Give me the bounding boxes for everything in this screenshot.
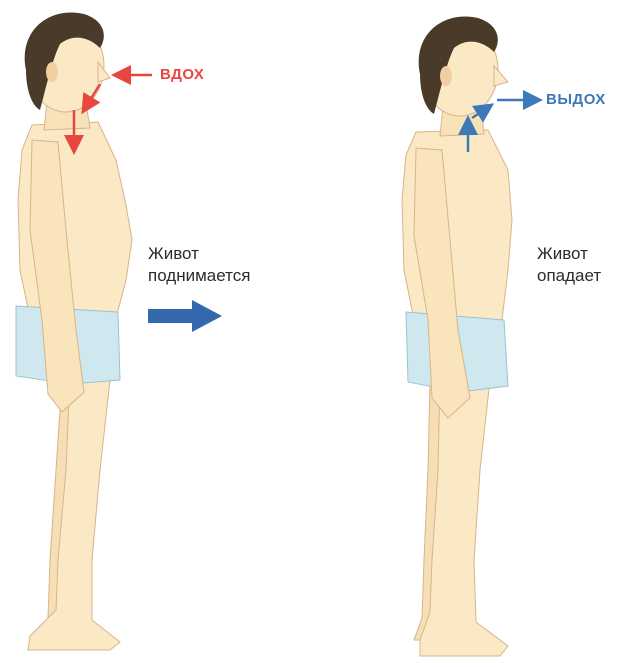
belly-falls-caption: Живот опадает bbox=[537, 243, 601, 287]
exhale-label: ВЫДОХ bbox=[546, 91, 606, 108]
ear bbox=[46, 62, 58, 82]
belly-rises-line1: Живот bbox=[148, 243, 250, 265]
belly-falls-line1: Живот bbox=[537, 243, 601, 265]
figure-inhale bbox=[16, 12, 132, 650]
figure-exhale bbox=[402, 16, 512, 656]
right-arrow-icon bbox=[148, 300, 222, 332]
ear bbox=[440, 66, 452, 86]
belly-rises-caption: Живот поднимается bbox=[148, 243, 250, 287]
belly-falls-line2: опадает bbox=[537, 265, 601, 287]
front-leg bbox=[28, 375, 120, 650]
inhale-label: ВДОХ bbox=[160, 66, 204, 83]
belly-rises-line2: поднимается bbox=[148, 265, 250, 287]
nose bbox=[494, 66, 508, 86]
